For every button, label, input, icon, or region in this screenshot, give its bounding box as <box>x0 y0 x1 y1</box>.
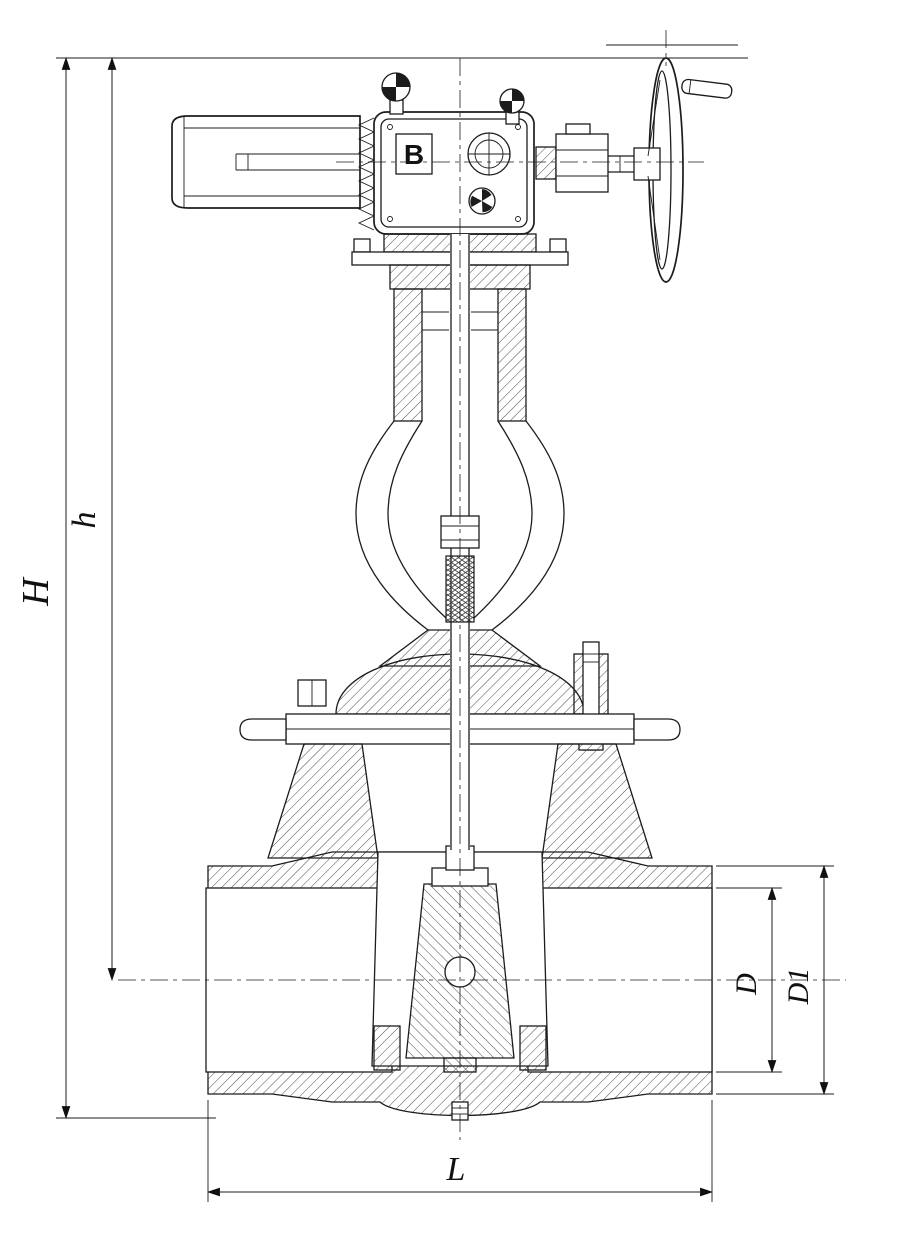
stuffing-box <box>393 288 527 422</box>
handwheel-handle <box>681 78 733 99</box>
seat-ring-right <box>519 1025 547 1071</box>
centerlines <box>118 30 846 1140</box>
dimension-D1: D1 <box>716 864 834 1096</box>
dimension-D: D <box>716 886 782 1074</box>
yoke <box>355 420 565 631</box>
actuator-body: B <box>357 72 535 235</box>
neck-wall-right <box>541 743 653 859</box>
actuator-drive <box>535 123 636 193</box>
dimension-h: h <box>66 56 117 982</box>
bore-right <box>527 887 713 1073</box>
dimensions: H h D D1 L <box>15 56 834 1202</box>
seat-ring-left <box>373 1025 401 1071</box>
dimension-L: L <box>206 1100 714 1202</box>
electric-motor <box>171 115 361 209</box>
dim-L-label: L <box>446 1151 466 1188</box>
dim-h-label: h <box>66 512 103 529</box>
cooling-fins <box>357 117 376 231</box>
actuator-logo-letter: B <box>404 139 424 170</box>
dim-H-label: H <box>15 576 57 607</box>
handwheel <box>633 57 733 283</box>
dim-D-label: D <box>730 973 763 996</box>
dim-D1-label: D1 <box>782 968 815 1006</box>
handwheel-spokes <box>647 79 661 261</box>
handwheel-hub <box>633 147 661 181</box>
actuator-logo: B <box>395 133 433 175</box>
bonnet-lug-left <box>297 679 327 707</box>
flange-bolt-left <box>353 238 371 253</box>
bore-left <box>205 887 393 1073</box>
trunnion-right <box>633 718 681 741</box>
fan-icon <box>468 187 496 215</box>
position-indicator-icon-2 <box>499 88 525 125</box>
handcrank-port <box>467 132 511 176</box>
neck-wall-left <box>267 743 379 859</box>
position-indicator-icon <box>381 72 411 115</box>
dimension-H: H <box>15 56 748 1120</box>
flange-bolt-right <box>549 238 567 253</box>
valve-body <box>205 845 713 1121</box>
drain-plug <box>451 1101 469 1121</box>
trunnion-left <box>239 718 287 741</box>
